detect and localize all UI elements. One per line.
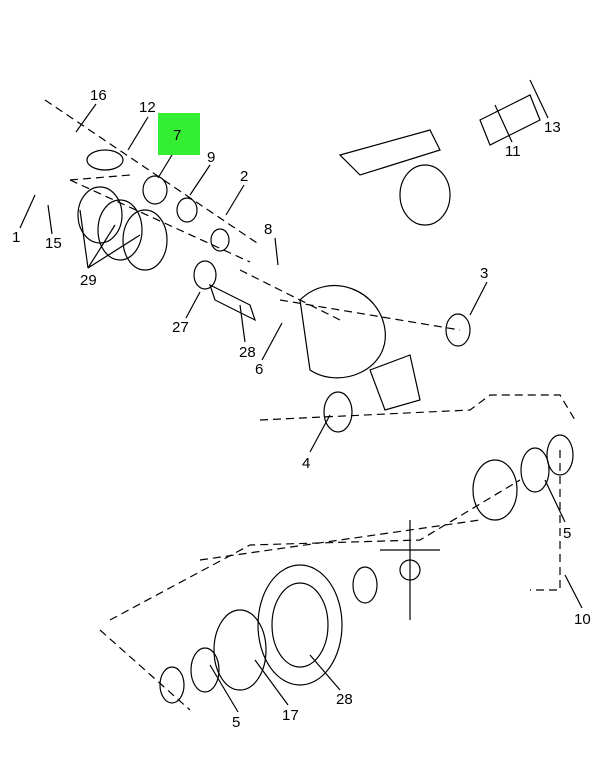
callout-5[interactable]: 5 xyxy=(563,525,572,542)
callout-27[interactable]: 27 xyxy=(172,319,189,336)
part-shapes xyxy=(77,94,574,704)
callout-15[interactable]: 15 xyxy=(45,235,62,252)
leader-lines xyxy=(19,79,583,713)
callout-4[interactable]: 4 xyxy=(302,455,311,472)
callout-8[interactable]: 8 xyxy=(264,221,273,238)
callout-2[interactable]: 2 xyxy=(240,168,249,185)
callout-3[interactable]: 3 xyxy=(480,265,489,282)
callout-6[interactable]: 6 xyxy=(255,361,264,378)
assembly-lines xyxy=(44,99,576,711)
callout-10[interactable]: 10 xyxy=(574,611,591,628)
callout-28-lower[interactable]: 28 xyxy=(336,691,353,708)
callout-7: 7 xyxy=(173,127,182,144)
callout-1[interactable]: 1 xyxy=(12,229,21,246)
callout-17[interactable]: 17 xyxy=(282,707,299,724)
callout-29[interactable]: 29 xyxy=(80,272,97,289)
callout-13[interactable]: 13 xyxy=(544,119,561,136)
callout-9[interactable]: 9 xyxy=(207,149,216,166)
callout-5-lower[interactable]: 5 xyxy=(232,714,241,731)
callout-16[interactable]: 16 xyxy=(90,87,107,104)
callout-28[interactable]: 28 xyxy=(239,344,256,361)
highlighted-callout-7[interactable]: 7 xyxy=(158,113,200,155)
callout-12[interactable]: 12 xyxy=(139,99,156,116)
callout-11[interactable]: 11 xyxy=(505,143,521,160)
